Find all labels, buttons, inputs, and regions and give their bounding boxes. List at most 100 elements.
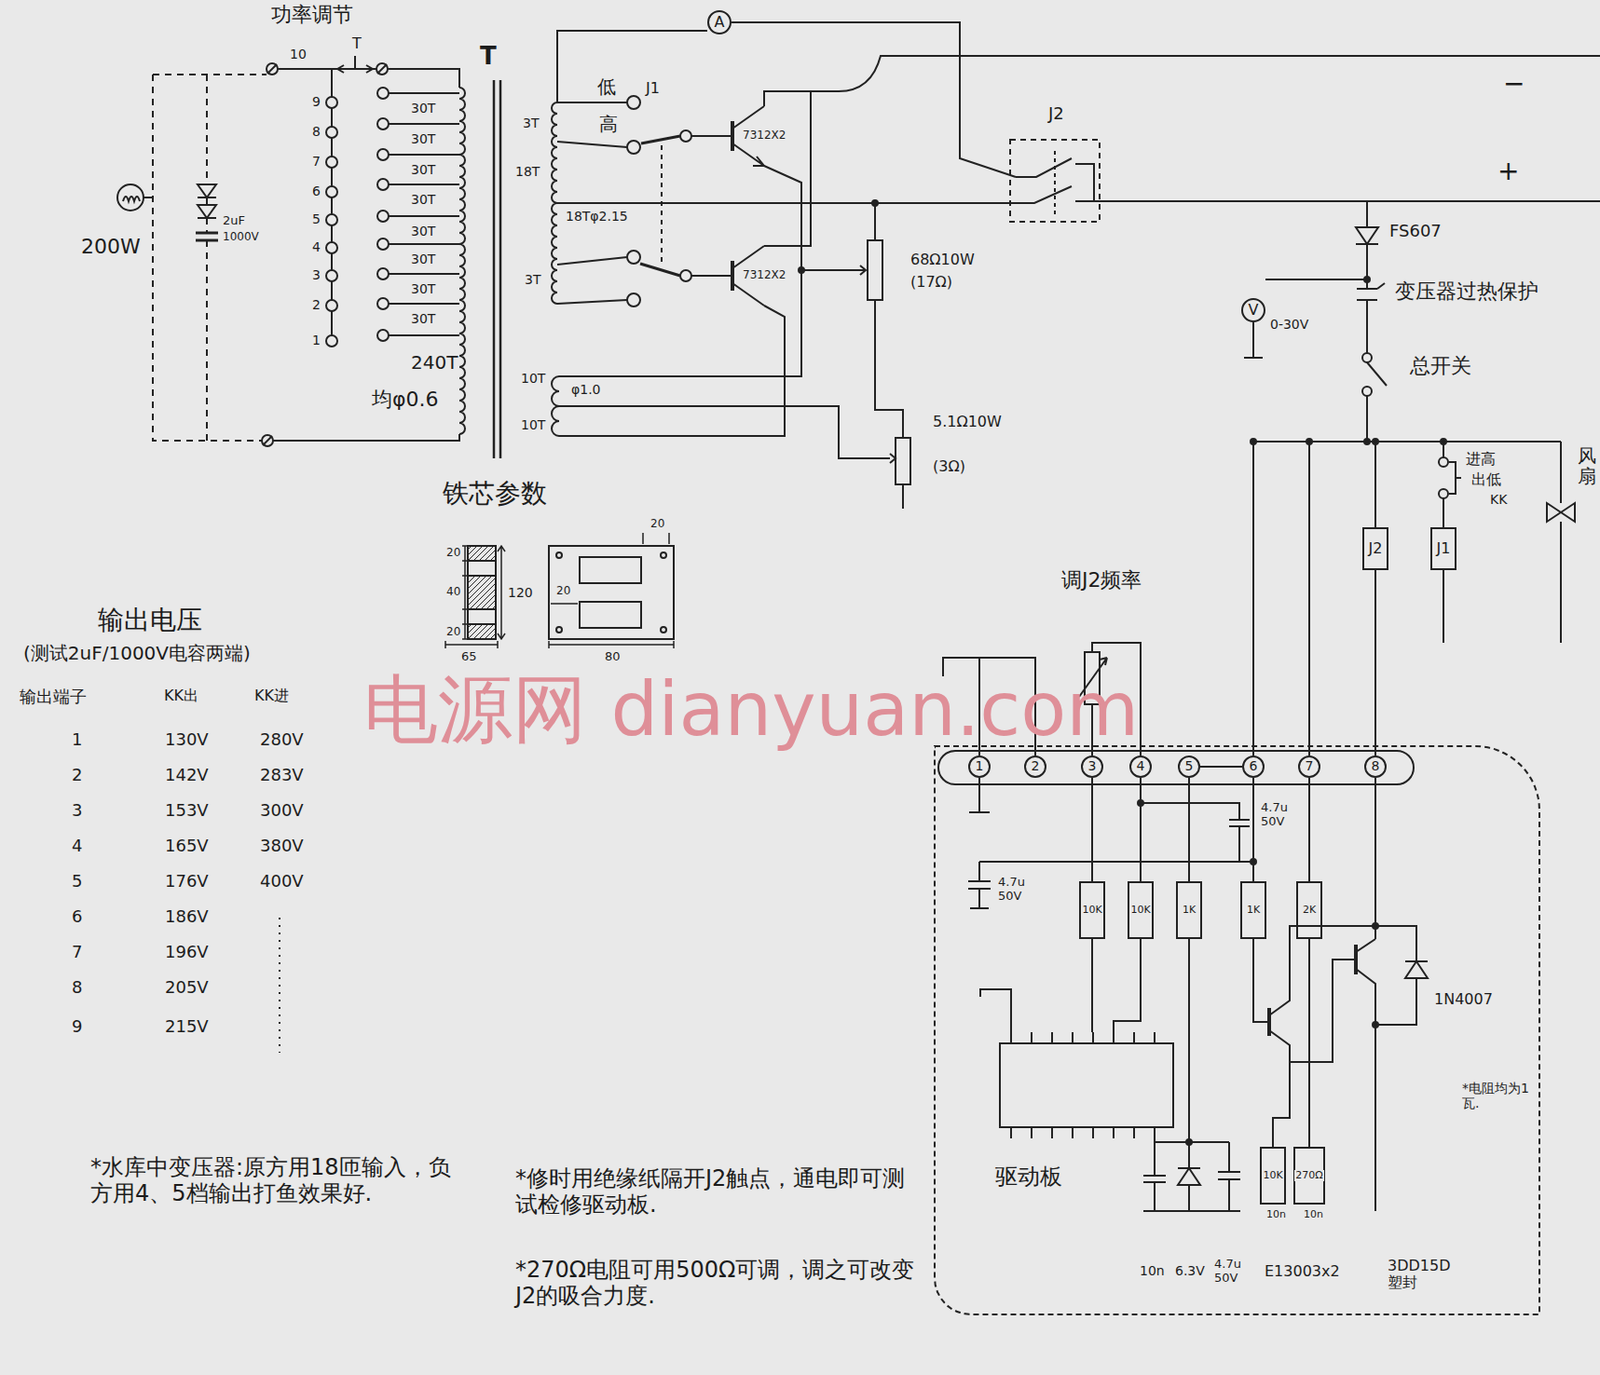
tap-contact (326, 300, 338, 312)
label-text: 2K (1301, 904, 1317, 917)
label-text: 30T (410, 281, 437, 297)
tap-contact (326, 270, 338, 282)
label-text: 300V (259, 801, 305, 821)
node-text: J1 (1436, 540, 1451, 558)
relay-link (660, 145, 663, 267)
label-text: 10T (519, 417, 547, 433)
dimension-line (462, 546, 468, 640)
label-text: 6.3V (1174, 1263, 1206, 1279)
relay-contact (627, 293, 641, 307)
relay-coil-box: J2 (1362, 527, 1389, 571)
relay-blade (640, 136, 681, 276)
wire-connector (1200, 765, 1243, 768)
label-text: φ1.0 (570, 382, 602, 397)
power-rail (1253, 441, 1561, 756)
label-text: 20 (555, 585, 572, 599)
label-text: 270Ω (1294, 1170, 1324, 1183)
diode-symbol (1355, 227, 1379, 245)
label-text: 30T (410, 223, 437, 239)
core-window (579, 601, 642, 629)
label-text: 120 (506, 585, 534, 601)
label-text: 变压器过热保护 (1394, 279, 1540, 303)
node-text: V (1248, 301, 1259, 319)
label-text: (17Ω) (909, 273, 954, 291)
resistor-symbol (1260, 1148, 1286, 1204)
tap-contact (326, 242, 338, 254)
label-text: 5 (70, 872, 83, 892)
label-text: E13003x2 (1263, 1263, 1341, 1281)
label-text: FS607 (1388, 221, 1443, 242)
tap-contact (326, 156, 338, 168)
junction-dot (1372, 438, 1379, 445)
label-text: *270Ω电阻可用500Ω可调，调之可改变J2的吸合力度. (514, 1258, 917, 1310)
node-text: 5 (1185, 759, 1194, 774)
junction-dot (1364, 438, 1370, 445)
switch-contact (1438, 489, 1449, 499)
label-text: (测试2uF/1000V电容两端) (22, 642, 252, 665)
relay-pivot (680, 270, 692, 282)
label-text: 10n (1265, 1209, 1287, 1222)
core-hole (556, 552, 562, 559)
resistor-symbol (867, 240, 883, 301)
label-text: 4 (70, 836, 83, 857)
fan-symbol (1546, 503, 1575, 522)
pin-circle: 8 (1364, 755, 1387, 779)
label-text: *电阻均为1瓦. (1461, 1080, 1536, 1111)
label-text: 200W (80, 234, 142, 259)
label-text: 8 (311, 123, 322, 139)
label-text: 7 (70, 943, 83, 963)
label-text: 2 (311, 297, 322, 313)
relay-contact (627, 95, 641, 110)
relay-contact (627, 140, 641, 154)
label-text: 10K (1129, 904, 1151, 917)
slider-arrow (337, 55, 373, 73)
label-text: 283V (259, 765, 305, 786)
board-title: 驱动板 (995, 1164, 1018, 1190)
base-wire (691, 136, 733, 276)
label-text: 380V (259, 836, 305, 857)
label-text: J1 (644, 80, 661, 97)
label-text: 3T (523, 272, 542, 288)
emitter-wire (559, 165, 802, 437)
label-text: 1 (311, 332, 322, 348)
tap-contact (326, 126, 338, 138)
output-stage-wire (1253, 778, 1428, 1212)
label-text: 调J2频率 (1060, 568, 1144, 592)
label-text: 10n (1302, 1209, 1325, 1222)
label-text: 10K (1261, 1170, 1284, 1183)
resistor-symbol (1128, 882, 1153, 939)
label-text: 18Tφ2.15 (564, 208, 630, 224)
primary-coil (459, 87, 465, 435)
zener-symbol (1177, 1168, 1201, 1186)
resistor-symbol (1241, 882, 1266, 939)
pin-strip (938, 751, 1414, 785)
pin-circle: 5 (1177, 755, 1201, 779)
pot-wire (801, 203, 903, 509)
label-text: 400V (259, 872, 305, 892)
core-section (467, 546, 496, 640)
node-text: 8 (1371, 759, 1381, 774)
label-text: 10T (519, 370, 547, 386)
tap-terminal (377, 268, 389, 280)
core-hatch (467, 546, 496, 561)
label-text: 196V (164, 943, 210, 963)
supply-wire (1355, 201, 1387, 442)
label-text: 176V (164, 872, 210, 892)
capacitor-wire (968, 803, 1254, 909)
voltmeter-wire (1244, 279, 1368, 358)
node-text: A (714, 13, 725, 31)
core-hole (556, 627, 562, 633)
tap-contact (326, 186, 338, 198)
node-text: J2 (1368, 540, 1383, 558)
node-text: 1 (975, 759, 985, 774)
lamp-filament (123, 196, 153, 202)
tap-contact (326, 96, 338, 109)
feedback-wire (559, 406, 896, 464)
junction-dot (1372, 923, 1379, 930)
secondary-coil (551, 102, 558, 304)
wire-connector (1374, 570, 1377, 756)
label-text: 20 (445, 547, 462, 561)
pin-circle: 4 (1129, 755, 1152, 779)
label-text: 7312X2 (741, 269, 787, 283)
